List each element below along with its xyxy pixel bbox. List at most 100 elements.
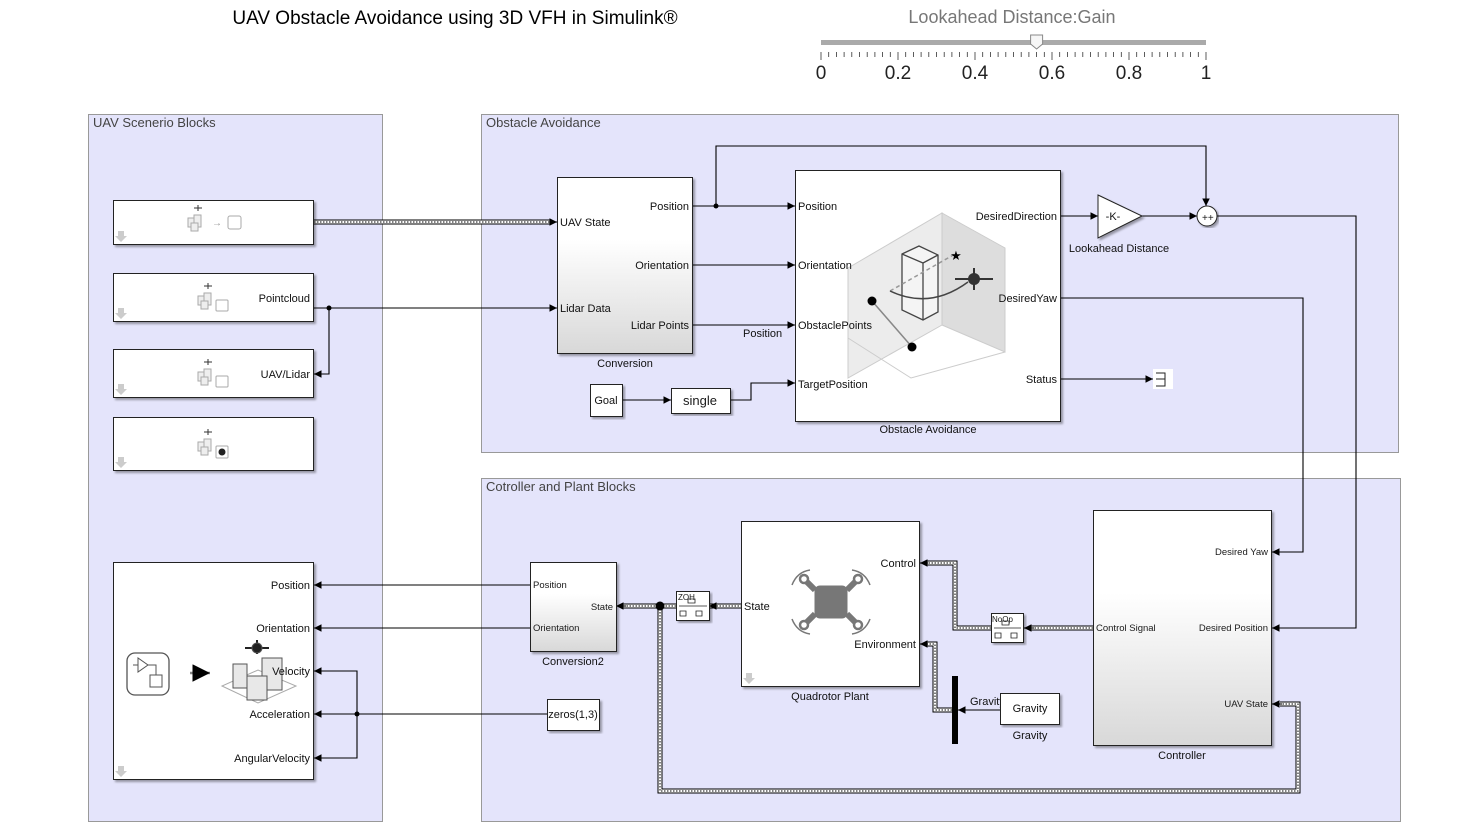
slider-tick-label: 0.8: [1116, 63, 1142, 84]
port-orientation: Orientation: [533, 623, 579, 634]
goal-constant-block[interactable]: Goal: [590, 384, 623, 417]
wire-target[interactable]: [730, 379, 795, 401]
wire-position-to-sum[interactable]: [715, 145, 1210, 206]
scenario-to-bus-block[interactable]: →: [113, 200, 314, 245]
wire-pointcloud-scope[interactable]: [314, 308, 330, 378]
port-orientation: Orientation: [256, 623, 310, 635]
slider-ticks: [820, 52, 1207, 60]
uav-scenario-to-bus-icon: →: [187, 205, 242, 232]
gravity-block[interactable]: Gravity Gravity: [1000, 693, 1060, 743]
lookahead-slider[interactable]: Lookahead Distance:Gain 0 0.2 0.4 0.6 0.…: [816, 7, 1212, 84]
noop-text: NoOp: [992, 615, 1013, 624]
area-label: UAV Scenerio Blocks: [93, 115, 216, 130]
vfh-3d-illustration-icon: ★: [847, 212, 1006, 379]
port-desired-yaw: Desired Yaw: [1215, 547, 1268, 558]
down-arrow-icon: [743, 673, 755, 684]
block-label: Quadrotor Plant: [791, 691, 869, 703]
port-state: State: [591, 602, 613, 613]
sum-block[interactable]: ++: [1196, 205, 1218, 227]
conversion2-block[interactable]: Position Orientation State Conversion2: [530, 562, 617, 669]
port-uav-state: UAV State: [560, 217, 611, 229]
controller-block[interactable]: Control Signal Desired Yaw Desired Posit…: [1093, 510, 1272, 763]
slider-tick-label: 0.6: [1039, 63, 1065, 84]
wire-zeros-angvel[interactable]: [314, 714, 358, 762]
uav-scenario-3d-icon: [220, 640, 298, 704]
zeros-constant-block[interactable]: zeros(1,3): [547, 699, 600, 731]
obstacle-avoidance-block[interactable]: ★ Position Orientation ObstaclePoints Ta…: [795, 170, 1061, 437]
uav-scenario-config-icon: [197, 429, 229, 459]
motion-write-block[interactable]: Position Orientation Velocity Accelerati…: [113, 562, 314, 780]
port-desired-position: Desired Position: [1199, 623, 1268, 634]
port-desired-yaw: DesiredYaw: [999, 293, 1058, 305]
port-angular-velocity: AngularVelocity: [234, 753, 310, 765]
single-text: single: [683, 393, 717, 408]
area-label: Cotroller and Plant Blocks: [486, 479, 636, 494]
scenario-lidar-block[interactable]: Pointcloud: [113, 273, 314, 322]
simulink-subsystem-icon: [126, 652, 170, 696]
slider-thumb[interactable]: [1030, 34, 1044, 50]
down-arrow-icon: [115, 766, 127, 777]
slider-tick-label: 1: [1201, 63, 1212, 84]
svg-text:★: ★: [950, 248, 962, 263]
slider-tick-label: 0.2: [885, 63, 911, 84]
block-label: Gravity: [1013, 730, 1048, 742]
down-arrow-icon: [115, 384, 127, 395]
wire-desired-position[interactable]: [1217, 215, 1357, 632]
svg-text:→: →: [212, 218, 222, 229]
bus-plant-state[interactable]: [616, 601, 1301, 794]
noop-rate-transition-block[interactable]: NoOp: [991, 613, 1024, 643]
port-position: Position: [650, 201, 689, 213]
down-arrow-icon: [115, 308, 127, 319]
signal-wires: [314, 145, 1357, 762]
slider-track[interactable]: [821, 40, 1206, 45]
zoh-rate-transition-block[interactable]: ZOH: [676, 591, 710, 621]
port-position: Position: [798, 201, 837, 213]
block-label: Conversion: [597, 358, 653, 370]
block-label: Conversion2: [542, 656, 604, 668]
uav-scenario-lidar-icon: [197, 283, 229, 312]
port-uav-lidar: UAV/Lidar: [261, 369, 311, 381]
slider-tick-label: 0.4: [962, 63, 989, 84]
slider-label: Lookahead Distance:Gain: [908, 7, 1115, 27]
slider-tick-label: 0: [816, 63, 827, 84]
bus-environment[interactable]: [920, 640, 952, 713]
port-orientation: Orientation: [798, 260, 852, 272]
quadrotor-icon: [791, 569, 871, 635]
port-target-position: TargetPosition: [798, 379, 868, 391]
uav-scenario-scope-icon: [197, 359, 229, 388]
port-lidar-points: Lidar Points: [631, 320, 690, 332]
scenario-config-block[interactable]: [113, 417, 314, 471]
block-label: Controller: [1158, 750, 1206, 762]
lookahead-gain-block[interactable]: -K- Lookahead Distance: [1069, 194, 1169, 255]
zoh-text: ZOH: [678, 593, 695, 602]
wire-label-lidar: Position: [743, 328, 782, 340]
bus-control-signal[interactable]: [920, 559, 1093, 632]
port-status: Status: [1026, 374, 1058, 386]
port-uav-state: UAV State: [1224, 699, 1268, 710]
single-convert-block[interactable]: single: [671, 388, 731, 414]
wire-zeros-velocity[interactable]: [314, 667, 358, 714]
terminator-block[interactable]: [1153, 369, 1173, 389]
gain-text: -K-: [1106, 211, 1121, 223]
conversion-block[interactable]: UAV State Lidar Data Position Orientatio…: [557, 177, 693, 371]
gravity-text: Gravity: [1013, 703, 1048, 715]
motion-write-ports: Position Orientation Velocity Accelerati…: [234, 580, 310, 765]
port-position: Position: [271, 580, 310, 592]
bus-creator-block[interactable]: [952, 676, 958, 744]
port-position: Position: [533, 580, 567, 591]
port-state: State: [744, 601, 770, 613]
quadrotor-plant-block[interactable]: State Control Environment Quadrotor Plan…: [741, 521, 920, 704]
area-label: Obstacle Avoidance: [486, 115, 601, 130]
port-lidar-data: Lidar Data: [560, 303, 612, 315]
down-arrow-icon: [115, 231, 127, 242]
port-orientation: Orientation: [635, 260, 689, 272]
zeros-text: zeros(1,3): [548, 709, 598, 721]
port-environment: Environment: [854, 639, 916, 651]
port-acceleration: Acceleration: [249, 709, 310, 721]
port-control-signal: Control Signal: [1096, 623, 1156, 634]
wire-desired-yaw[interactable]: [1060, 297, 1304, 556]
block-label: Obstacle Avoidance: [879, 424, 976, 436]
scenario-scope-block[interactable]: UAV/Lidar: [113, 349, 314, 398]
port-pointcloud: Pointcloud: [259, 293, 310, 305]
